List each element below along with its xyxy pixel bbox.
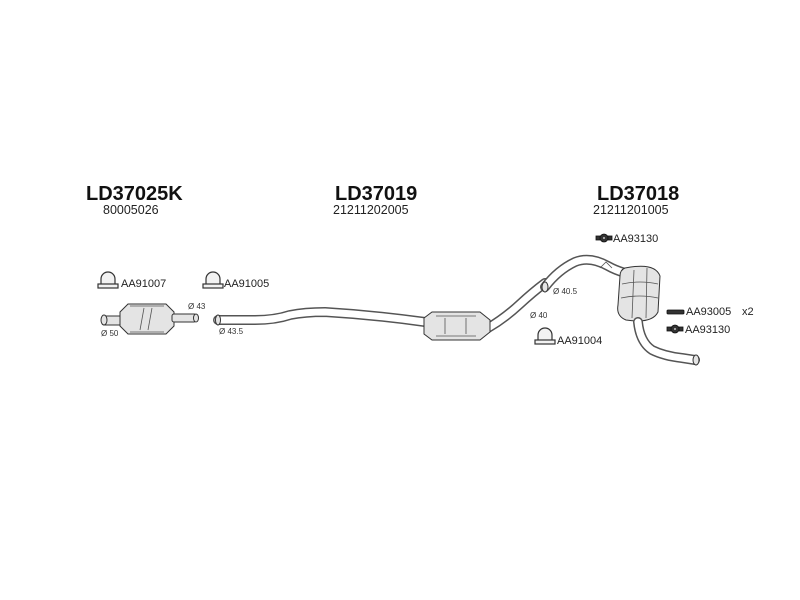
diameter-label-50: Ø 50 (101, 329, 119, 338)
section-code-ld37018: LD37018 (597, 183, 679, 205)
hanger-icon-top (595, 233, 613, 243)
rear-silencer-icon (540, 254, 700, 366)
diameter-label-43-5: Ø 43.5 (219, 327, 244, 336)
section-number-21211202005: 21211202005 (333, 203, 409, 217)
diameter-label-43: Ø 43 (188, 302, 206, 311)
section-number-21211201005: 21211201005 (593, 203, 669, 217)
label-aa93130-top: AA93130 (613, 233, 658, 245)
label-aa91004: AA91004 (557, 335, 602, 347)
section-code-ld37019: LD37019 (335, 183, 417, 205)
hanger-icon-bottom (666, 324, 684, 334)
diameter-label-40: Ø 40 (530, 311, 548, 320)
section-number-80005026: 80005026 (103, 203, 159, 217)
label-aa91005: AA91005 (224, 278, 269, 290)
diameter-label-40-5: Ø 40.5 (553, 287, 578, 296)
clamp-icon-aa91004 (534, 327, 556, 345)
clamp-icon-aa91005 (202, 271, 224, 289)
clamp-icon-aa91007 (97, 271, 119, 289)
section-code-ld37025k: LD37025K (86, 183, 183, 205)
label-aa91007: AA91007 (121, 278, 166, 290)
label-strip-qty: x2 (742, 306, 754, 318)
middle-pipe-icon (213, 278, 550, 341)
strip-icon-aa93005 (666, 309, 685, 315)
catalytic-converter-icon (100, 303, 199, 335)
label-aa93130-bottom: AA93130 (685, 324, 730, 336)
label-aa93005: AA93005 (686, 306, 731, 318)
